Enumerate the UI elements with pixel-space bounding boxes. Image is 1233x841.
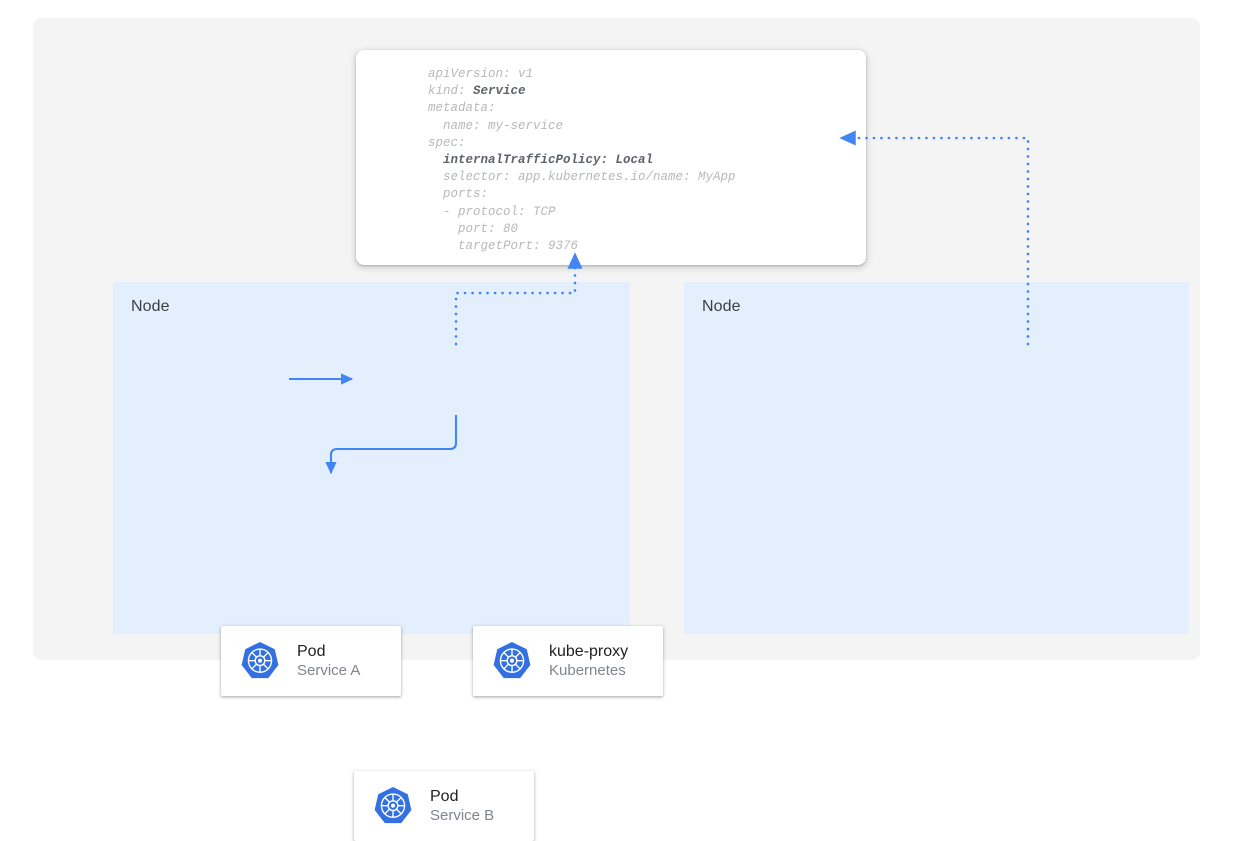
card-kube-proxy-left[interactable]: kube-proxy Kubernetes <box>473 626 663 696</box>
yaml-line-kind-key: kind: <box>428 84 474 99</box>
node-label-left: Node <box>131 298 170 315</box>
yaml-line-ports: ports: <box>428 187 489 202</box>
yaml-line-protocol: - protocol: TCP <box>428 204 556 219</box>
diagram-canvas: apiVersion: v1 kind: Service metadata: n… <box>33 18 1200 841</box>
node-label-right: Node <box>702 298 741 315</box>
card-subtitle: Service A <box>297 661 361 679</box>
service-manifest-code: apiVersion: v1 kind: Service metadata: n… <box>428 66 736 255</box>
card-pod-service-b-left[interactable]: Pod Service B <box>354 771 534 841</box>
yaml-line-name: name: my-service <box>428 118 564 133</box>
diagram-stage: apiVersion: v1 kind: Service metadata: n… <box>33 18 1200 841</box>
node-group-left: Node <box>113 282 663 841</box>
yaml-line-kind-value: Service <box>473 84 526 99</box>
card-title: kube-proxy <box>549 643 629 661</box>
card-subtitle: Kubernetes <box>549 661 626 679</box>
kubernetes-icon <box>372 785 414 827</box>
kubernetes-icon <box>491 640 533 682</box>
card-title: Pod <box>297 643 326 661</box>
card-text: kube-proxy Kubernetes <box>549 642 628 680</box>
card-pod-service-a[interactable]: Pod Service A <box>221 626 401 696</box>
yaml-line-internaltrafficpolicy: internalTrafficPolicy: Local <box>428 153 654 168</box>
yaml-line-targetport: targetPort: 9376 <box>428 239 579 254</box>
yaml-line-metadata: metadata: <box>428 101 496 116</box>
yaml-line-port: port: 80 <box>428 221 519 236</box>
service-manifest-card: apiVersion: v1 kind: Service metadata: n… <box>356 50 866 265</box>
kubernetes-icon <box>239 640 281 682</box>
card-text: Pod Service B <box>430 787 494 825</box>
card-subtitle: Service B <box>430 806 495 824</box>
node-group-right: Node <box>684 282 1189 634</box>
card-title: Pod <box>430 788 459 806</box>
card-text: Pod Service A <box>297 642 360 680</box>
yaml-line-apiversion: apiVersion: v1 <box>428 67 534 81</box>
yaml-line-spec: spec: <box>428 135 466 150</box>
yaml-line-selector: selector: app.kubernetes.io/name: MyApp <box>428 170 736 185</box>
